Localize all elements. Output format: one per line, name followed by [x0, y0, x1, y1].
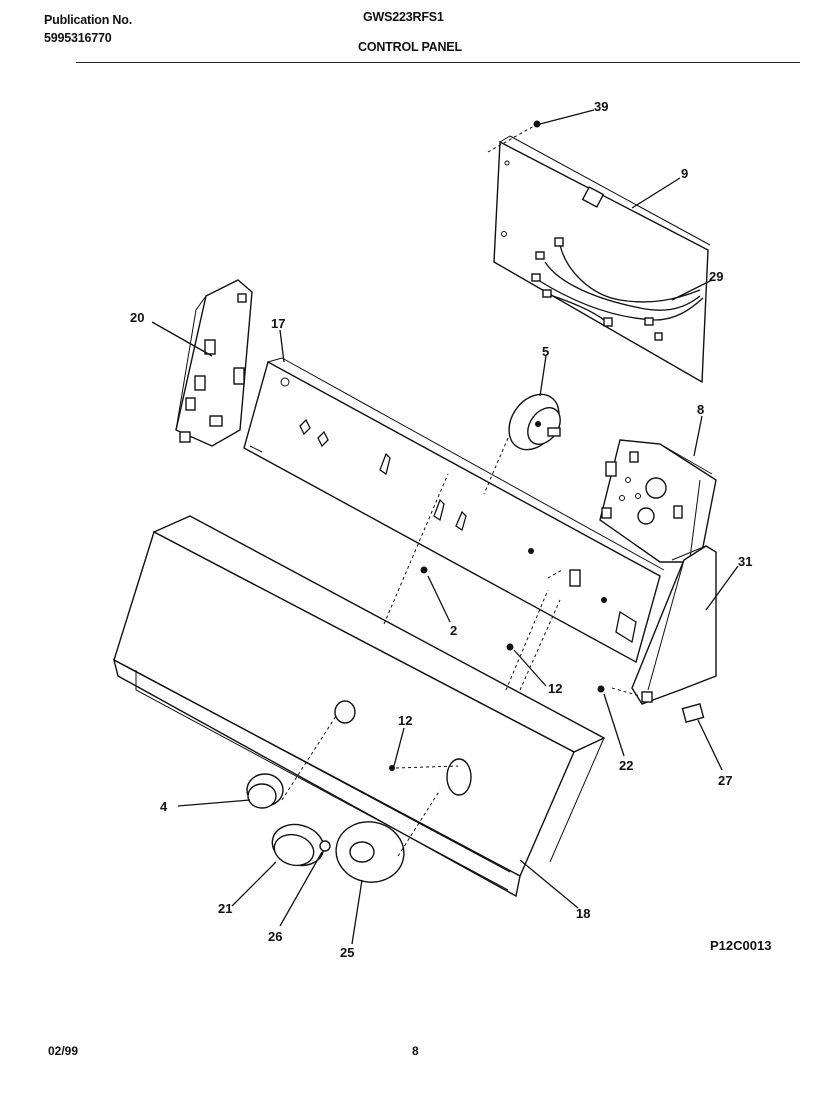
- callout-2: 2: [450, 623, 457, 638]
- part-17-back-plate: [243, 357, 665, 664]
- callout-5: 5: [542, 344, 549, 359]
- part-20-side-bracket: [175, 279, 253, 447]
- part-2-screw: [420, 566, 428, 574]
- section-title: CONTROL PANEL: [358, 40, 462, 54]
- callout-8: 8: [697, 402, 704, 417]
- diagram-code: P12C0013: [710, 938, 771, 953]
- model-number: GWS223RFS1: [363, 10, 444, 24]
- part-22-screw: [597, 685, 605, 693]
- callout-25: 25: [340, 945, 354, 960]
- part-27-clip: [681, 703, 705, 723]
- callout-31: 31: [738, 554, 752, 569]
- callout-39: 39: [594, 99, 608, 114]
- footer-date: 02/99: [48, 1044, 79, 1058]
- callout-4: 4: [160, 799, 168, 814]
- callout-12-upper: 12: [548, 681, 562, 696]
- callout-labels: 39 9 29 20 17 5 8 31 2 12 12 22 27 4 21 …: [130, 99, 752, 960]
- leader-lines: [151, 109, 739, 945]
- publication-number: 5995316770: [44, 31, 112, 45]
- callout-12-lower: 12: [398, 713, 412, 728]
- part-31-end-cap: [611, 545, 717, 705]
- callout-20: 20: [130, 310, 144, 325]
- part-12-screw-upper: [506, 643, 514, 651]
- callout-18: 18: [576, 906, 590, 921]
- part-9-rear-cover: [487, 120, 711, 384]
- callout-17: 17: [271, 316, 285, 331]
- knob-parts: [246, 715, 459, 883]
- alignment-lines: [383, 473, 563, 691]
- header-rule: [76, 62, 800, 63]
- callout-9: 9: [681, 166, 688, 181]
- part-5-timer: [483, 393, 561, 495]
- publication-label: Publication No.: [44, 13, 132, 27]
- small-parts: [420, 566, 705, 723]
- footer-page-number: 8: [412, 1044, 419, 1058]
- callout-21: 21: [218, 901, 232, 916]
- part-8-switch-housing: [599, 439, 717, 563]
- part-18-front-console: [112, 515, 606, 898]
- callout-27: 27: [718, 773, 732, 788]
- callout-29: 29: [709, 269, 723, 284]
- callout-22: 22: [619, 758, 633, 773]
- callout-26: 26: [268, 929, 282, 944]
